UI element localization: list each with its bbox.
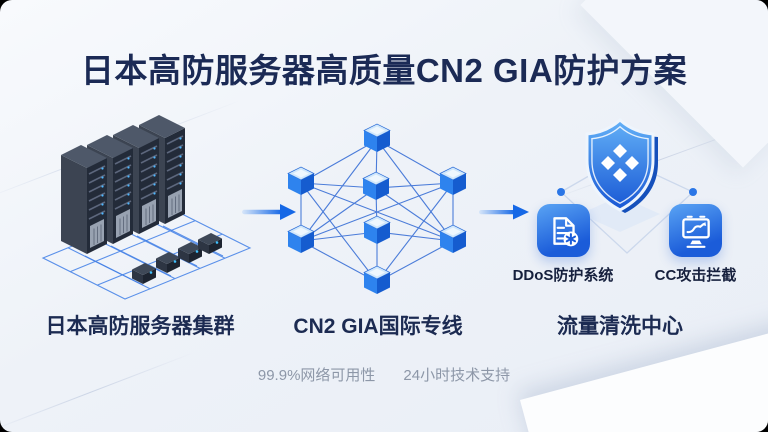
cn2-line-label: CN2 GIA国际专线: [293, 315, 463, 338]
support-stat: 24小时技术支持: [403, 367, 511, 384]
monitor-chart-icon: [681, 215, 710, 248]
server-cluster-illustration: [41, 114, 252, 300]
page-title: 日本高防服务器高质量CN2 GIA防护方案: [80, 52, 688, 89]
flow-arrow-icon: [242, 204, 296, 220]
cc-label: CC攻击拦截: [654, 267, 737, 284]
cleaning-center-label: 流量清洗中心: [557, 315, 683, 338]
ddos-label: DDoS防护系统: [512, 267, 614, 284]
cc-block-icon: [669, 204, 722, 257]
document-badge-icon: [552, 216, 578, 246]
server-cluster-label: 日本高防服务器集群: [45, 315, 235, 338]
ddos-protection-icon: [537, 204, 590, 257]
uptime-stat: 99.9%网络可用性: [257, 367, 376, 384]
shield-icon: [580, 117, 660, 232]
flow-arrow-icon: [479, 204, 529, 220]
network-mesh-illustration: [287, 123, 467, 295]
footer-stats: 99.9%网络可用性 24小时技术支持: [0, 364, 768, 385]
